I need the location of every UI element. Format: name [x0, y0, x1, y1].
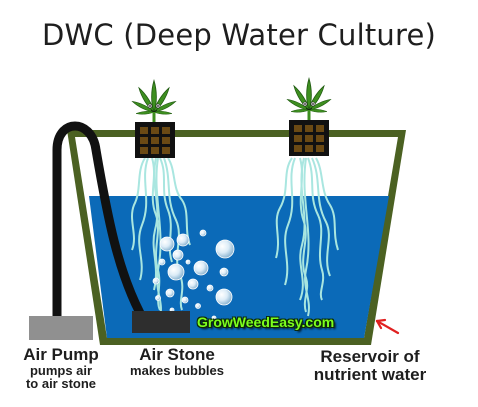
air-bubble-icon [187, 278, 199, 290]
air-bubble-icon [165, 288, 175, 298]
air-pump [29, 316, 93, 340]
cannabis-leaf-icon [286, 77, 332, 120]
reservoir-label-line1: Reservoir of [320, 347, 420, 366]
air-stone [132, 311, 190, 333]
air-bubble-icon [158, 258, 166, 266]
air-pump-desc-line2: to air stone [25, 376, 97, 391]
net-pot-icon [135, 122, 175, 158]
air-bubble-icon [199, 229, 207, 237]
air-bubble-icon [181, 296, 189, 304]
net-pot-icon [289, 120, 329, 156]
air-bubble-icon [185, 259, 191, 265]
air-bubble-icon [219, 267, 229, 277]
air-bubble-icon [152, 277, 160, 285]
air-bubble-icon [206, 284, 214, 292]
reservoir-label: Reservoir of nutrient water [304, 348, 436, 384]
air-pump-title: Air Pump [23, 345, 99, 364]
watermark: GrowWeedEasy.com [197, 314, 335, 330]
air-bubble-icon [159, 236, 175, 252]
air-bubble-icon [193, 260, 209, 276]
cannabis-leaf-icon [131, 79, 177, 122]
air-bubbles [152, 229, 235, 321]
red-arrow-icon [375, 318, 400, 335]
air-bubble-icon [195, 303, 201, 309]
air-bubble-icon [215, 288, 233, 306]
air-bubble-icon [211, 315, 217, 321]
air-bubble-icon [172, 249, 184, 261]
air-pump-desc-line1: pumps air [29, 363, 93, 378]
air-bubble-icon [176, 233, 190, 247]
air-pump-label: Air Pump pumps air to air stone [14, 345, 108, 391]
reservoir-label-line2: nutrient water [313, 365, 427, 384]
diagram-title: DWC (Deep Water Culture) [41, 18, 437, 52]
air-tube [52, 121, 145, 316]
roots-right [275, 157, 339, 317]
air-stone-title: Air Stone [139, 345, 215, 364]
air-bubble-icon [155, 295, 161, 301]
air-stone-desc: makes bubbles [130, 363, 224, 378]
air-bubble-icon [167, 263, 185, 281]
air-stone-label: Air Stone makes bubbles [122, 345, 232, 378]
nutrient-water [89, 196, 389, 338]
roots-left [131, 157, 191, 319]
air-bubble-icon [215, 239, 235, 259]
